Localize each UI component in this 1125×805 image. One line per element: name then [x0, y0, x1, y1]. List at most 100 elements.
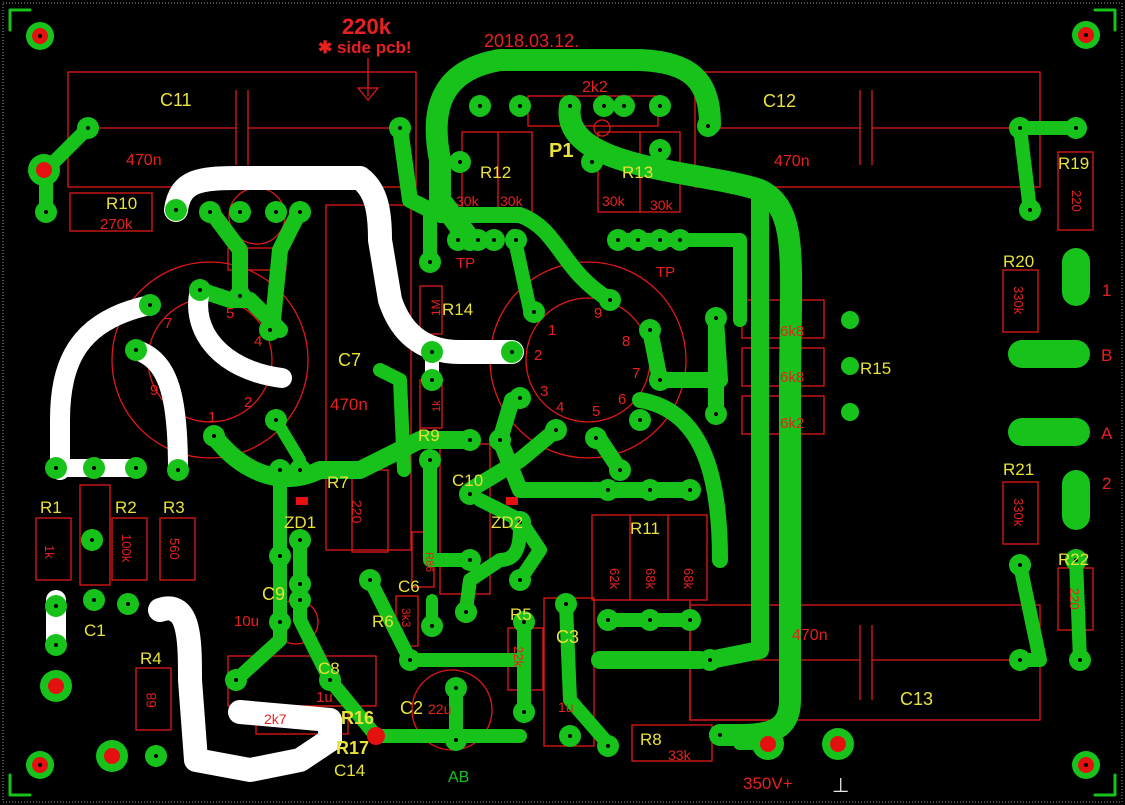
c9-value: 10u — [234, 613, 259, 630]
tube-left-pin-5: 5 — [226, 305, 234, 322]
drill-hole — [568, 104, 572, 108]
r7-ref: R7 — [327, 473, 349, 492]
drill-hole — [636, 238, 640, 242]
drill-hole — [658, 378, 662, 382]
r10-ref: R10 — [106, 194, 137, 213]
c1-ref: C1 — [84, 621, 106, 640]
drill-hole — [268, 328, 272, 332]
drill-hole — [458, 160, 462, 164]
connector-pin-2: 2 — [1102, 474, 1111, 493]
r15-value-b: 6k8 — [780, 369, 804, 386]
c8-value: 1u — [316, 689, 333, 706]
r9-value: 1k — [431, 400, 443, 412]
drill-hole — [468, 558, 472, 562]
r20-ref: R20 — [1003, 252, 1034, 271]
drill-hole — [430, 378, 434, 382]
drill-hole — [44, 210, 48, 214]
r5-value: 22k — [511, 646, 526, 667]
tube-right-pin-7: 7 — [632, 365, 640, 382]
tube-left-pin-2: 2 — [244, 394, 252, 411]
r7-value: 220 — [349, 500, 365, 524]
c11-ref: C11 — [160, 90, 192, 110]
drill-hole — [92, 598, 96, 602]
label-layer: 220k ✱ side pcb! 2018.03.12. 350V+ ⊥ AB … — [40, 14, 1113, 797]
c12-value: 470n — [774, 153, 810, 170]
drill-hole — [714, 316, 718, 320]
drill-hole — [1018, 126, 1022, 130]
drill-hole — [298, 468, 302, 472]
drill-hole — [1018, 658, 1022, 662]
r17-ref: R17 — [336, 738, 369, 758]
drill-hole — [430, 350, 434, 354]
supply-label: 350V+ — [743, 774, 793, 793]
drill-hole — [522, 620, 526, 624]
r20-value: 330k — [1011, 286, 1026, 315]
r4-value: 68 — [143, 692, 159, 708]
tube-right-pin-1: 1 — [548, 322, 556, 339]
drill-hole — [278, 468, 282, 472]
r11-ref: R11 — [630, 519, 660, 538]
drill-hole — [554, 428, 558, 432]
r21-value: 330k — [1011, 498, 1026, 527]
r15-value-a: 6k8 — [780, 323, 804, 340]
tube-left-pin-9: 9 — [150, 382, 158, 399]
drill-hole — [54, 643, 58, 647]
drill-hole — [1028, 208, 1032, 212]
drill-hole — [54, 466, 58, 470]
p1-value: 2k2 — [582, 79, 608, 96]
drill-hole — [212, 434, 216, 438]
r86-label: R86 — [423, 552, 435, 572]
r21-ref: R21 — [1003, 460, 1034, 479]
r1-ref: R1 — [40, 498, 62, 517]
drill-hole — [274, 418, 278, 422]
drill-hole — [522, 710, 526, 714]
drill-hole — [198, 288, 202, 292]
r15-ref: R15 — [860, 359, 891, 378]
drill-hole — [468, 438, 472, 442]
drill-hole — [90, 538, 94, 542]
r11-value-b: 68k — [643, 568, 658, 589]
drill-hole — [648, 328, 652, 332]
drill-hole — [298, 598, 302, 602]
r12-value-a: 30k — [456, 193, 480, 209]
tube-right-pin-9: 9 — [594, 305, 602, 322]
drill-hole — [398, 126, 402, 130]
drill-hole — [658, 104, 662, 108]
p1-ref: P1 — [549, 140, 573, 162]
drill-hole — [464, 610, 468, 614]
drill-hole — [92, 466, 96, 470]
c8-ref: C8 — [318, 659, 340, 678]
tube-left-pin-7: 7 — [164, 315, 172, 332]
c9-ref: C9 — [262, 584, 285, 604]
drill-hole — [238, 294, 242, 298]
drill-hole — [608, 298, 612, 302]
drill-hole — [658, 238, 662, 242]
drill-hole — [564, 602, 568, 606]
zd2-ref: ZD2 — [491, 513, 523, 532]
drill-hole — [86, 126, 90, 130]
drill-hole — [1078, 658, 1082, 662]
drill-hole — [532, 310, 536, 314]
drill-hole — [476, 238, 480, 242]
drill-hole — [510, 350, 514, 354]
r8-value: 33k — [668, 747, 692, 763]
c10-ref: C10 — [452, 471, 483, 490]
drill-hole — [430, 624, 434, 628]
r14-ref: R14 — [442, 300, 473, 319]
drill-hole — [278, 554, 282, 558]
connector-pin-b: B — [1101, 346, 1112, 365]
r11-value-a: 62k — [607, 568, 622, 589]
drill-hole — [1074, 558, 1078, 562]
drill-hole — [518, 104, 522, 108]
tube-left-pin-4: 4 — [254, 333, 262, 350]
c13-value: 470n — [792, 627, 828, 644]
drill-hole — [688, 488, 692, 492]
tp-left-label: TP — [456, 255, 475, 272]
r3-ref: R3 — [163, 498, 185, 517]
drill-hole — [478, 104, 482, 108]
tp-right-label: TP — [656, 264, 675, 281]
drill-hole — [498, 438, 502, 442]
drill-hole — [298, 538, 302, 542]
